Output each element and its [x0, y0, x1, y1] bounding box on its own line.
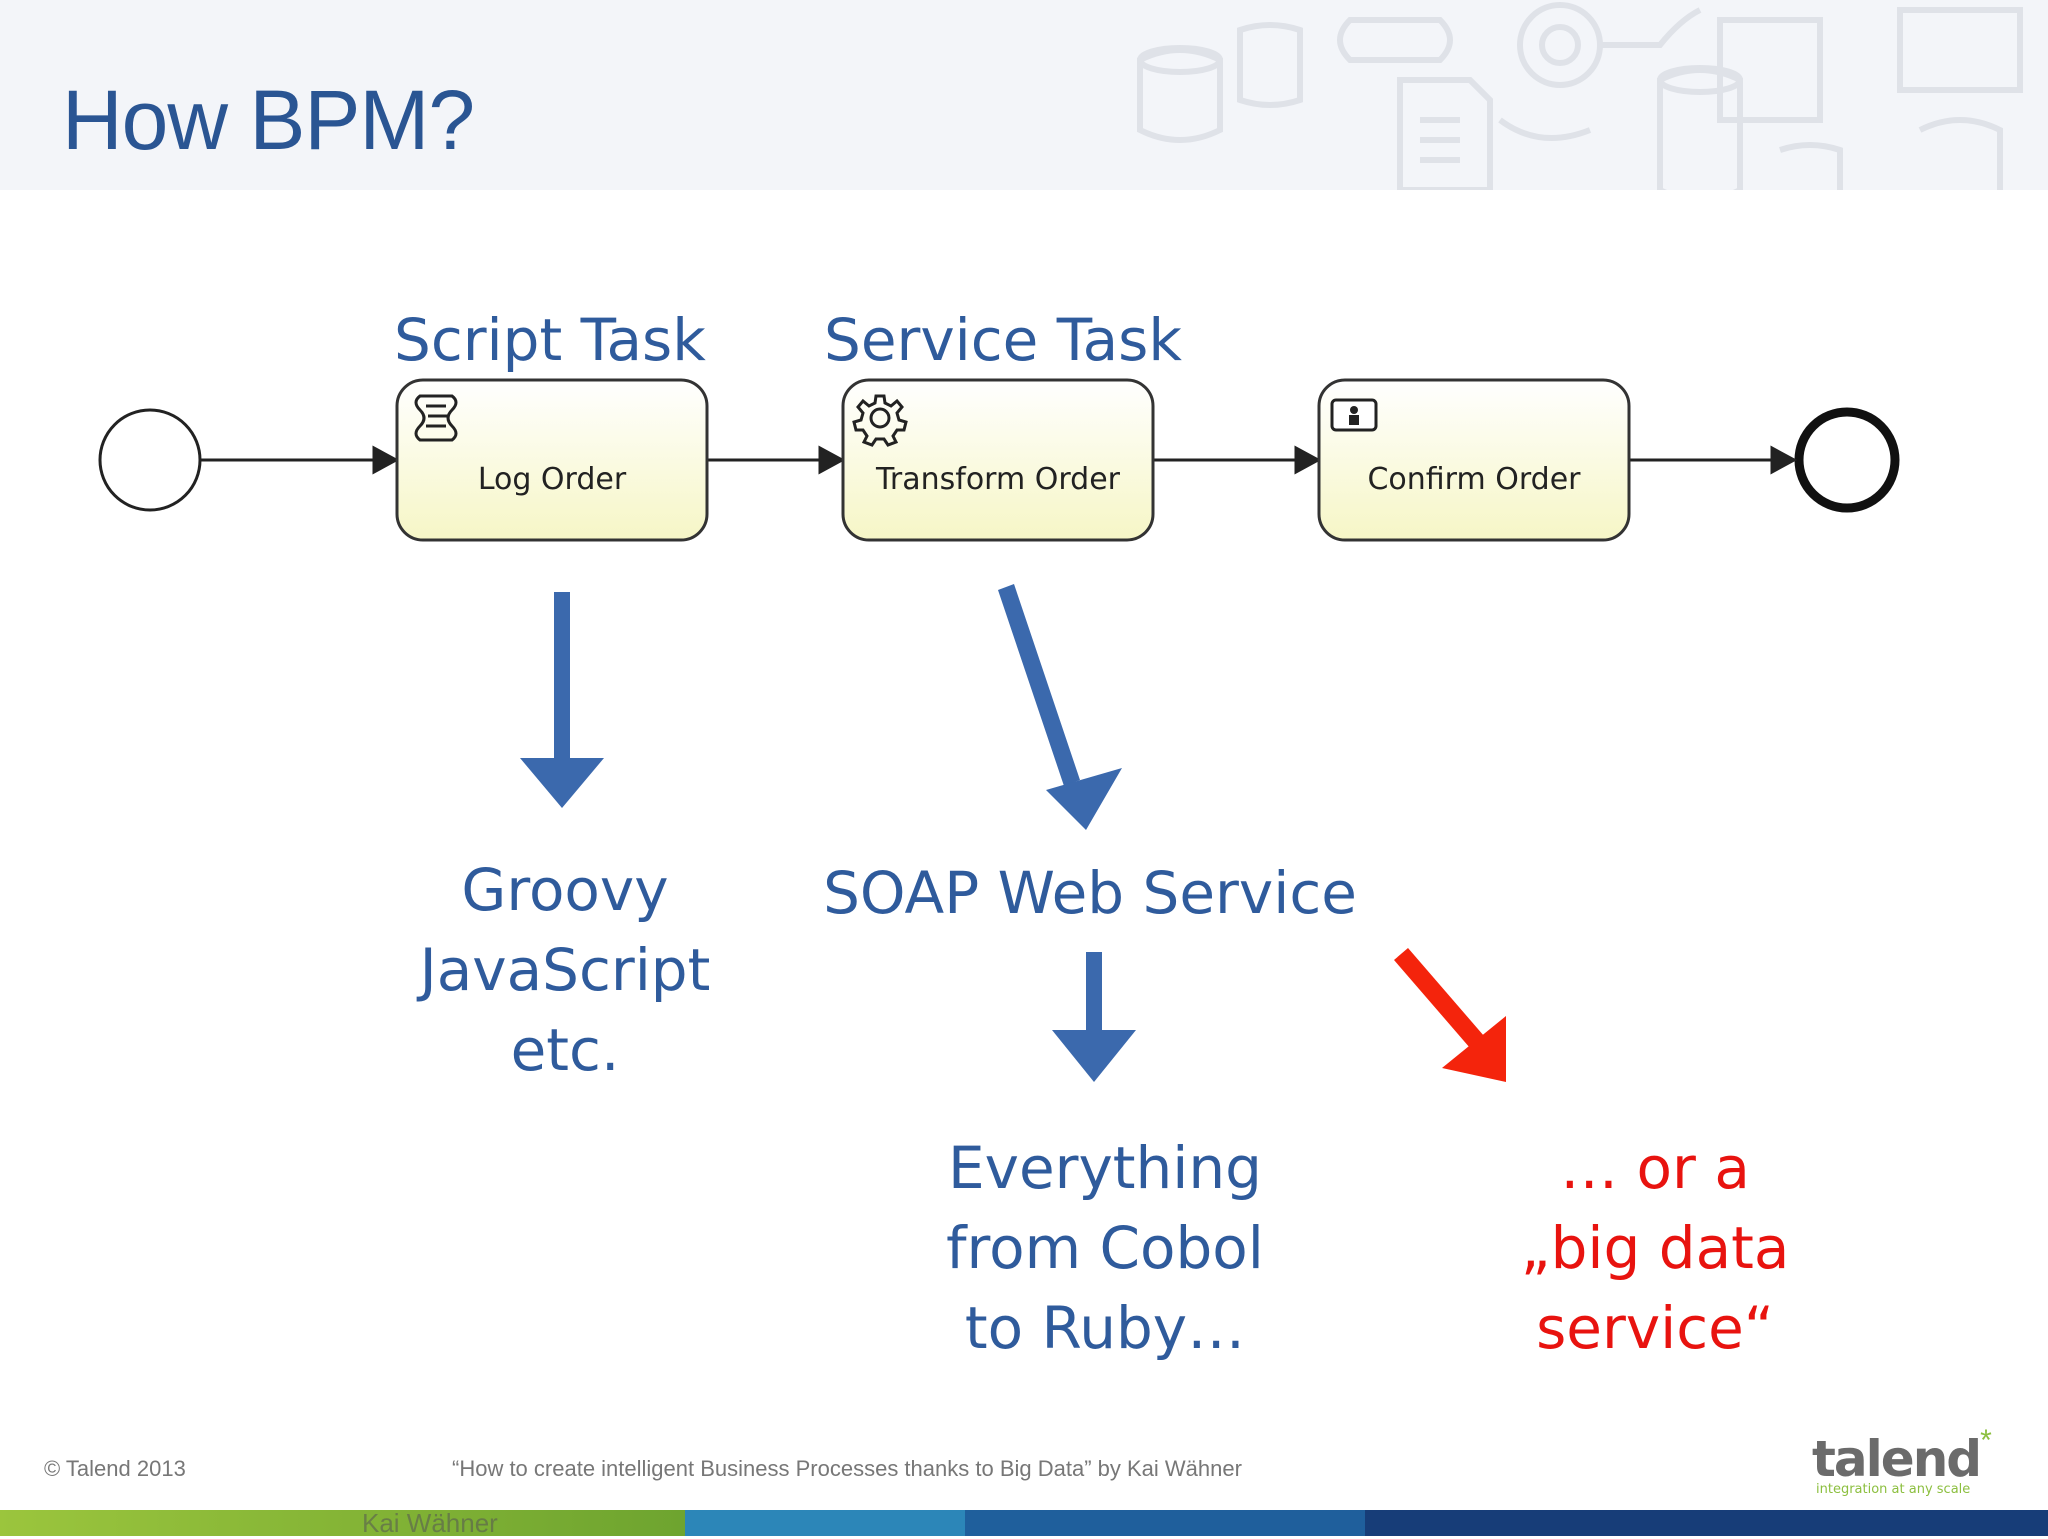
- end-event: [1794, 407, 1900, 513]
- gear-icon: [852, 394, 908, 447]
- task-confirm-order: [1317, 378, 1631, 542]
- big-data-line: service“: [1536, 1294, 1774, 1362]
- sequence-flows: [200, 445, 1798, 475]
- script-languages: Groovy JavaScript etc.: [380, 850, 750, 1090]
- script-icon: [414, 394, 458, 442]
- everything-line: Everything: [947, 1134, 1262, 1202]
- faded-author-text: Kai Wähner: [362, 1508, 498, 1538]
- soap-web-service-label: SOAP Web Service: [823, 859, 1357, 927]
- logo-star-icon: *: [1980, 1424, 1992, 1457]
- service-task-label: Service Task: [824, 306, 1182, 374]
- footer-color-bar: [0, 1510, 2048, 1536]
- task-log-order: [395, 378, 709, 542]
- copyright-text: © Talend 2013: [44, 1456, 186, 1481]
- task-name-transform-order: Transform Order: [875, 462, 1120, 497]
- task-name-confirm-order: Confirm Order: [1367, 462, 1581, 497]
- logo-word: talend: [1812, 1430, 1982, 1488]
- script-language-item: Groovy: [461, 856, 669, 924]
- header-decoration-icon: [1137, 2, 2023, 190]
- slide-title: How BPM?: [62, 73, 475, 167]
- red-arrow: [1394, 948, 1506, 1082]
- blue-arrows: [520, 584, 1136, 1082]
- start-event: [98, 408, 202, 512]
- user-task-icon: [1330, 398, 1378, 432]
- script-task-label: Script Task: [394, 306, 706, 374]
- big-data-note: … or a „big data service“: [1430, 1128, 1880, 1368]
- citation-text: “How to create intelligent Business Proc…: [452, 1456, 1242, 1481]
- task-transform-order: [841, 378, 1155, 542]
- everything-line: to Ruby…: [964, 1294, 1246, 1362]
- task-name-log-order: Log Order: [477, 462, 627, 497]
- big-data-line: … or a: [1560, 1134, 1750, 1202]
- script-language-item: etc.: [510, 1016, 620, 1084]
- logo-tagline: integration at any scale: [1816, 1482, 1971, 1497]
- everything-note: Everything from Cobol to Ruby…: [880, 1128, 1330, 1368]
- talend-logo: talend* integration at any scale: [1812, 1424, 2002, 1500]
- big-data-line: „big data: [1520, 1214, 1790, 1282]
- script-language-item: JavaScript: [419, 936, 711, 1004]
- everything-line: from Cobol: [946, 1214, 1264, 1282]
- slide-header: How BPM?: [0, 0, 2048, 190]
